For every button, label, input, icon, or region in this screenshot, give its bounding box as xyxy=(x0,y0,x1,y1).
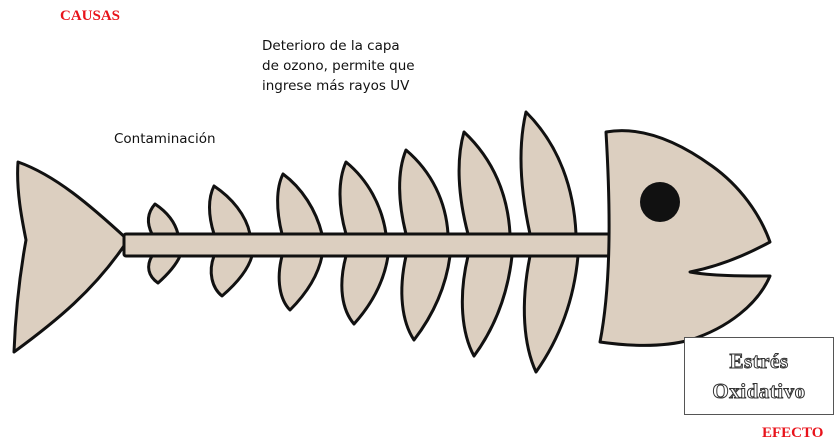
rib-3-low xyxy=(279,256,322,310)
effect-label: EFECTO xyxy=(762,425,823,442)
rib-7-low xyxy=(524,256,578,372)
rib-6 xyxy=(459,132,510,234)
rib-1-low xyxy=(149,256,180,283)
rib-4 xyxy=(340,162,386,234)
eye-icon xyxy=(640,182,680,222)
rib-7 xyxy=(521,112,576,234)
rib-5-low xyxy=(402,256,450,340)
rib-5 xyxy=(400,150,448,234)
fish-head xyxy=(600,131,770,346)
rib-6-low xyxy=(462,256,512,356)
rib-3 xyxy=(278,174,322,234)
rib-2 xyxy=(210,186,251,234)
effect-box: Estrés Oxidativo xyxy=(684,337,834,415)
rib-4-low xyxy=(342,256,388,324)
rib-2-low xyxy=(211,256,252,296)
rib-1 xyxy=(148,204,178,234)
effect-title-line2: Oxidativo xyxy=(712,376,805,406)
fish-spine xyxy=(124,234,618,256)
effect-title-line1: Estrés xyxy=(730,346,789,376)
fish-tail xyxy=(14,162,128,352)
